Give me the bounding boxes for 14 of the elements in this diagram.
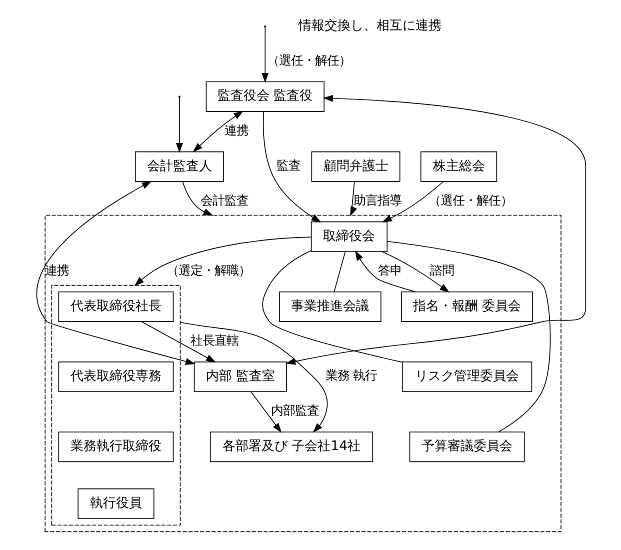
- edge-label: （選任・解任）: [428, 194, 512, 208]
- edge-label: 社長直轄: [190, 334, 238, 348]
- edge-label: 答申: [377, 264, 402, 278]
- edge-label: 監査: [276, 158, 300, 173]
- edge-label: 助言指導: [353, 194, 402, 208]
- label: 情報交換し、相互に連携: [298, 18, 441, 34]
- edge-label: 業務 執行: [324, 368, 377, 383]
- edge-label: 会計監査: [200, 194, 248, 208]
- edge-label: 諮問: [429, 264, 454, 278]
- edge-label: 内部監査: [270, 404, 319, 418]
- edge-label: （選定・解職）: [166, 264, 250, 278]
- edge-label: 連携: [44, 264, 69, 278]
- edge-label: 連携: [224, 123, 248, 138]
- edge-label: （選任・解任）: [266, 53, 350, 68]
